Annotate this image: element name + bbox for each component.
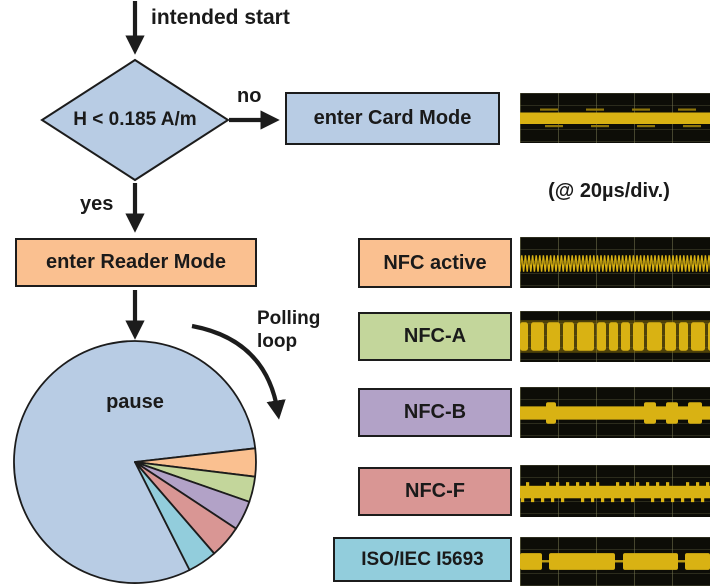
polling-pie-chart — [13, 340, 257, 584]
no-label: no — [237, 85, 262, 107]
nfc-a-box: NFC-A — [358, 312, 512, 361]
waveform — [520, 553, 710, 570]
nfc-f-box: NFC-F — [358, 467, 512, 516]
timebase-label: (@ 20µs/div.) — [548, 180, 670, 202]
nfc-b-box: NFC-B — [358, 388, 512, 437]
pause-label: pause — [106, 391, 164, 413]
waveform — [520, 482, 710, 503]
polling-loop-label: Polling loop — [257, 308, 321, 352]
yes-label: yes — [80, 193, 114, 215]
intended-start-label: intended start — [151, 6, 290, 29]
decision-label: H < 0.185 A/m — [73, 109, 197, 130]
flow-shapes — [40, 1, 286, 420]
nfc-active-scope-trace — [520, 237, 710, 288]
card-mode-scope-trace — [520, 93, 710, 143]
iso-iec-15693-scope-trace — [520, 537, 710, 586]
nfc-f-scope-trace — [520, 465, 710, 517]
waveform — [520, 255, 710, 272]
nfc-a-scope-trace — [520, 311, 710, 362]
decision-diamond — [40, 58, 230, 182]
waveform — [520, 320, 710, 353]
iso-iec-15693-box: ISO/IEC I5693 — [333, 537, 512, 582]
waveform — [520, 402, 710, 424]
waveform — [520, 108, 710, 128]
pie-slice-iso-15693 — [134, 461, 216, 571]
polling-loop-arrow — [191, 323, 286, 420]
nfc-b-scope-trace — [520, 387, 710, 438]
enter-reader-mode-box: enter Reader Mode — [15, 238, 257, 287]
nfc-active-box: NFC active — [358, 238, 512, 288]
enter-card-mode-box: enter Card Mode — [285, 92, 500, 145]
